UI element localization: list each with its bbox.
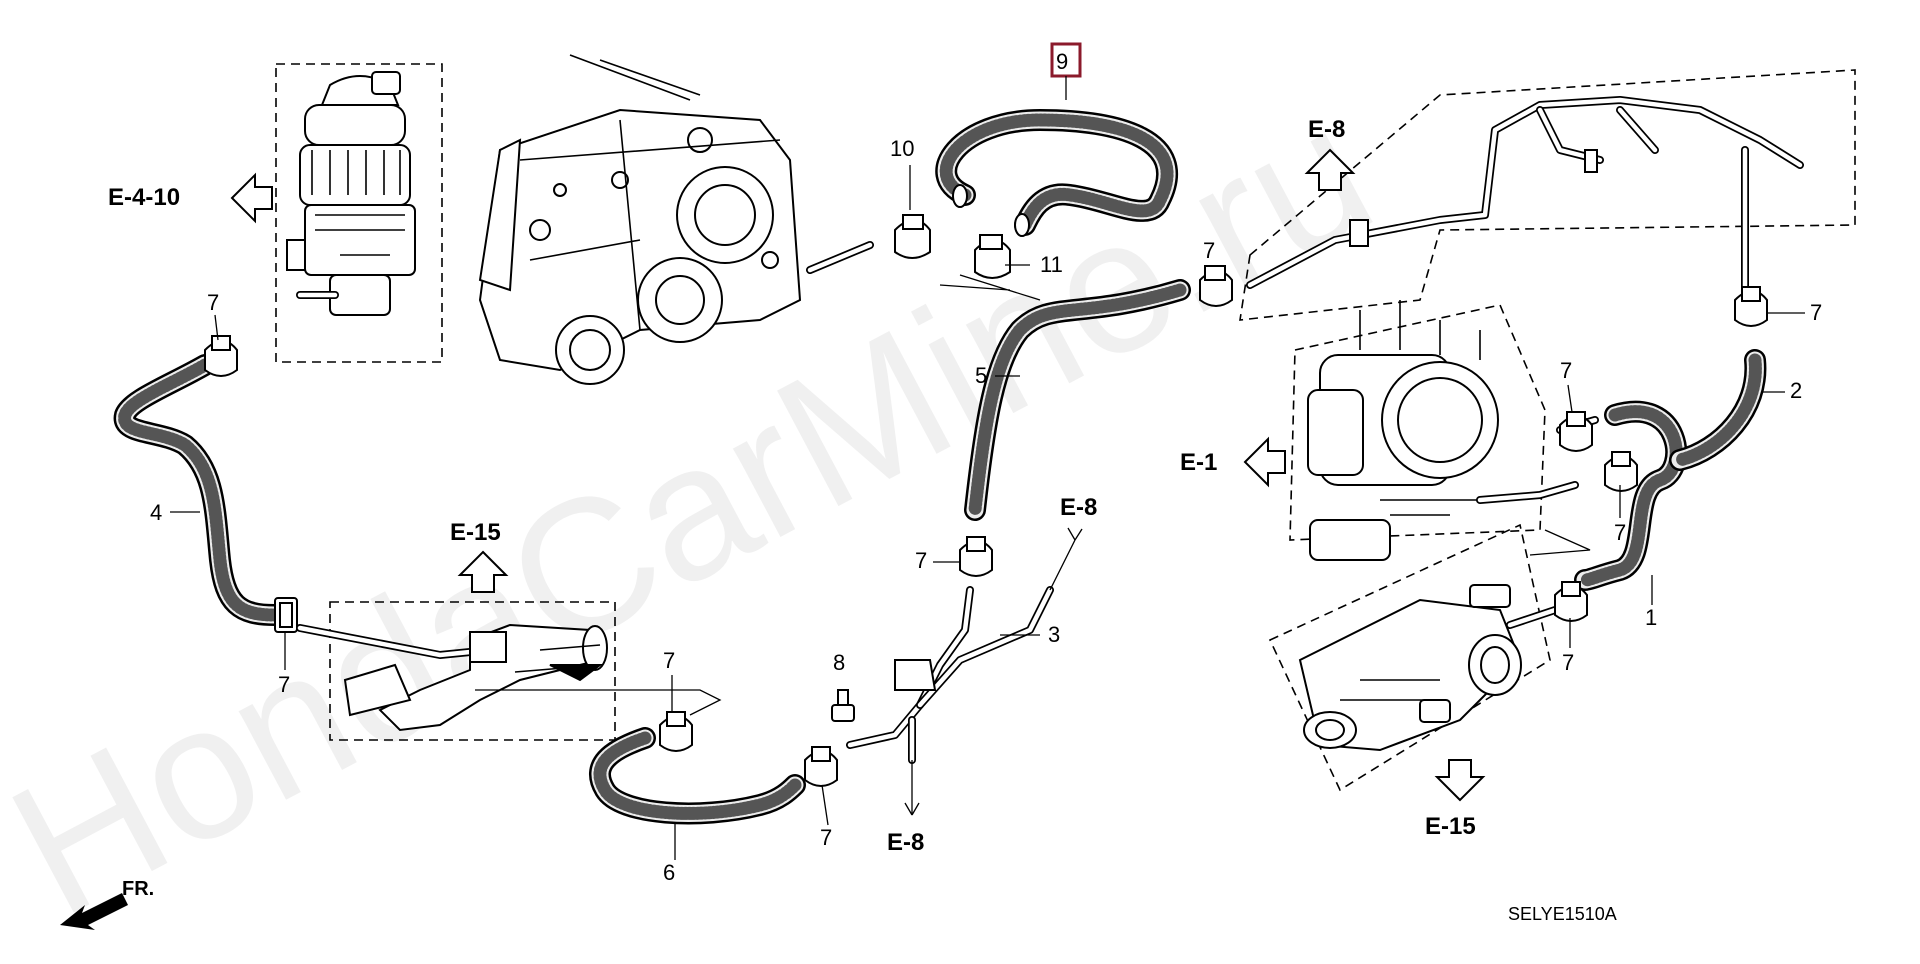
clamp-hose4-lower[interactable]	[274, 597, 298, 633]
throttle-body	[1289, 300, 1599, 561]
water-pipe-assembly	[1239, 69, 1856, 321]
thermostat-housing	[1268, 523, 1559, 792]
clamp-label-egr[interactable]: 7	[207, 290, 219, 315]
clamp-label-hose5-upper[interactable]: 7	[1203, 238, 1215, 263]
clamp-label-tb-lower[interactable]: 7	[1614, 520, 1626, 545]
clamp-5-upper[interactable]	[1199, 265, 1233, 307]
hose-1[interactable]	[1574, 400, 1688, 591]
clamp-hose5-lower[interactable]	[959, 536, 993, 577]
hose-6[interactable]	[589, 727, 806, 825]
arrow-down-bottom-right	[1434, 759, 1486, 802]
arrow-up-top-right	[1304, 148, 1356, 191]
clamp-label-hose4[interactable]: 7	[278, 672, 290, 697]
clamp-thermostat[interactable]	[1554, 581, 1588, 622]
clamp-label-tb-upper[interactable]: 7	[1560, 358, 1572, 383]
clamp-label-thermostat[interactable]: 7	[1562, 650, 1574, 675]
clamp-right-vertical[interactable]	[1734, 286, 1768, 327]
front-indicator: FR.	[60, 878, 154, 930]
arrow-left-throttle	[1243, 436, 1286, 488]
hose-5[interactable]	[964, 279, 1191, 521]
ref-egr-valve[interactable]: E-4-10	[108, 184, 180, 211]
part-number-3[interactable]: 3	[1048, 622, 1060, 647]
front-arrow-icon	[60, 893, 128, 930]
clamp-11[interactable]	[974, 234, 1011, 279]
ref-center-left[interactable]: E-15	[450, 519, 501, 546]
ref-center-up[interactable]: E-8	[1060, 494, 1097, 521]
arrow-up-center-left	[457, 550, 509, 593]
clamp-label-hose6-right[interactable]: 7	[820, 825, 832, 850]
part-number-1[interactable]: 1	[1645, 605, 1657, 630]
hose-9[interactable]	[935, 109, 1178, 237]
ref-center-down[interactable]: E-8	[887, 829, 924, 856]
part-number-5[interactable]: 5	[975, 363, 987, 388]
engine-block	[478, 54, 874, 385]
part-number-4[interactable]: 4	[150, 500, 162, 525]
front-label: FR.	[122, 878, 154, 900]
catalog-code: SELYE1510A	[1508, 904, 1617, 924]
clamp-10[interactable]	[894, 214, 931, 259]
arrow-left-egr	[230, 172, 273, 224]
hose-4[interactable]	[113, 354, 286, 626]
clamp-hose6-left[interactable]	[659, 711, 693, 752]
clamp-label-hose5-lower[interactable]: 7	[915, 548, 927, 573]
clamp-label-hose6-left[interactable]: 7	[663, 648, 675, 673]
part-number-6[interactable]: 6	[663, 860, 675, 885]
bypass-pipe-3	[846, 539, 1076, 815]
clamp-hose6-right[interactable]	[804, 746, 838, 787]
ref-top-right[interactable]: E-8	[1308, 116, 1345, 143]
part-number-10[interactable]: 10	[890, 136, 914, 161]
ref-throttle-body[interactable]: E-1	[1180, 449, 1217, 476]
part-number-8[interactable]: 8	[833, 650, 845, 675]
flange-bolt-8[interactable]	[831, 689, 855, 722]
part-number-9[interactable]: 9	[1056, 49, 1068, 74]
part-number-2[interactable]: 2	[1790, 378, 1802, 403]
ref-bottom-right[interactable]: E-15	[1425, 813, 1476, 840]
part-number-11[interactable]: 11	[1040, 252, 1063, 277]
clamp-tb-upper[interactable]	[1559, 411, 1593, 452]
water-pipe-center	[296, 601, 616, 741]
clamp-egr[interactable]	[204, 335, 238, 377]
egr-valve-group	[275, 63, 443, 363]
clamp-tb-lower[interactable]	[1604, 451, 1638, 492]
hose-2[interactable]	[1669, 349, 1767, 471]
clamp-label-right[interactable]: 7	[1810, 300, 1822, 325]
